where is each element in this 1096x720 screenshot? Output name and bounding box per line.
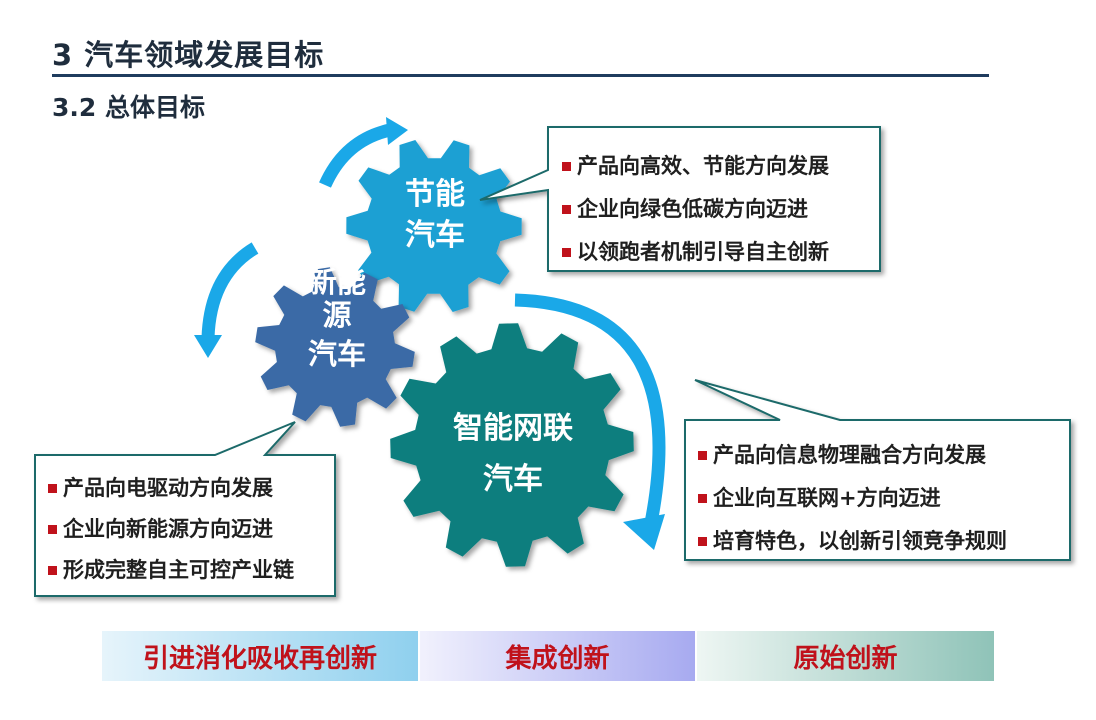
list-item: 以领跑者机制引导自主创新 bbox=[562, 231, 829, 274]
goal-text: 企业向互联网+方向迈进 bbox=[713, 486, 941, 510]
bullet-icon bbox=[698, 494, 707, 503]
intelligent-callout-box bbox=[684, 379, 1071, 561]
section-subtitle: 3.2 总体目标 bbox=[52, 93, 205, 122]
bullet-icon bbox=[562, 162, 571, 171]
bullet-icon bbox=[698, 451, 707, 460]
goal-text: 形成完整自主可控产业链 bbox=[63, 558, 294, 582]
cycle-arrow-left bbox=[194, 242, 259, 358]
intelligent-callout: 产品向信息物理融合方向发展 企业向互联网+方向迈进 培育特色，以创新引领竞争规则 bbox=[698, 434, 1007, 563]
band-label: 集成创新 bbox=[505, 643, 610, 674]
new-energy-callout: 产品向电驱动方向发展 企业向新能源方向迈进 形成完整自主可控产业链 bbox=[48, 468, 294, 591]
cycle-arrow-top bbox=[319, 117, 408, 188]
innovation-band-introduce: 引进消化吸收再创新 bbox=[102, 631, 418, 681]
goal-text: 以领跑者机制引导自主创新 bbox=[577, 240, 829, 264]
goal-text: 企业向绿色低碳方向迈进 bbox=[577, 197, 808, 221]
goal-text: 产品向电驱动方向发展 bbox=[63, 476, 273, 500]
new-energy-gear-label: 新能 源 汽车 bbox=[295, 266, 379, 370]
bullet-icon bbox=[48, 566, 57, 575]
list-item: 产品向高效、节能方向发展 bbox=[562, 145, 829, 188]
bullet-icon bbox=[562, 205, 571, 214]
new-energy-gear bbox=[255, 267, 415, 427]
gear-label-line: 汽车 bbox=[307, 336, 366, 371]
energy-saving-gear-label: 节能 汽车 bbox=[393, 174, 477, 257]
gear-label-line: 汽车 bbox=[483, 462, 543, 497]
gear-label-line: 节能 bbox=[405, 177, 465, 212]
goal-text: 企业向新能源方向迈进 bbox=[63, 517, 273, 541]
goal-text: 培育特色，以创新引领竞争规则 bbox=[713, 529, 1007, 553]
list-item: 产品向信息物理融合方向发展 bbox=[698, 434, 1007, 477]
intelligent-connected-gear bbox=[390, 323, 634, 567]
goal-text: 产品向信息物理融合方向发展 bbox=[713, 443, 986, 467]
list-item: 培育特色，以创新引领竞争规则 bbox=[698, 520, 1007, 563]
energy-saving-callout: 产品向高效、节能方向发展 企业向绿色低碳方向迈进 以领跑者机制引导自主创新 bbox=[562, 145, 829, 274]
gear-label-line: 源 bbox=[322, 297, 352, 332]
cycle-arrow-right bbox=[514, 293, 666, 550]
energy-saving-goals: 产品向高效、节能方向发展 企业向绿色低碳方向迈进 以领跑者机制引导自主创新 bbox=[562, 145, 829, 274]
bullet-icon bbox=[562, 248, 571, 257]
band-label: 原始创新 bbox=[793, 643, 898, 674]
bullet-icon bbox=[698, 537, 707, 546]
list-item: 企业向互联网+方向迈进 bbox=[698, 477, 1007, 520]
list-item: 企业向新能源方向迈进 bbox=[48, 509, 294, 550]
page-title: 3 汽车领域发展目标 bbox=[52, 38, 325, 72]
bullet-icon bbox=[48, 525, 57, 534]
innovation-band-integrated: 集成创新 bbox=[420, 631, 695, 681]
list-item: 形成完整自主可控产业链 bbox=[48, 550, 294, 591]
title-divider bbox=[52, 74, 989, 77]
gear-label-line: 汽车 bbox=[405, 218, 465, 254]
energy-saving-gear bbox=[346, 140, 522, 312]
innovation-band-original: 原始创新 bbox=[697, 631, 994, 681]
band-label: 引进消化吸收再创新 bbox=[142, 643, 377, 674]
list-item: 企业向绿色低碳方向迈进 bbox=[562, 188, 829, 231]
intelligent-goals: 产品向信息物理融合方向发展 企业向互联网+方向迈进 培育特色，以创新引领竞争规则 bbox=[698, 434, 1007, 563]
energy-saving-callout-box bbox=[479, 126, 881, 272]
gear-label-line: 智能网联 bbox=[453, 411, 573, 446]
new-energy-goals: 产品向电驱动方向发展 企业向新能源方向迈进 形成完整自主可控产业链 bbox=[48, 468, 294, 591]
bullet-icon bbox=[48, 484, 57, 493]
list-item: 产品向电驱动方向发展 bbox=[48, 468, 294, 509]
gear-label-line: 新能 bbox=[307, 265, 366, 299]
new-energy-callout-box bbox=[34, 421, 336, 597]
goal-text: 产品向高效、节能方向发展 bbox=[577, 154, 829, 178]
intelligent-gear-label: 智能网联 汽车 bbox=[438, 403, 588, 505]
